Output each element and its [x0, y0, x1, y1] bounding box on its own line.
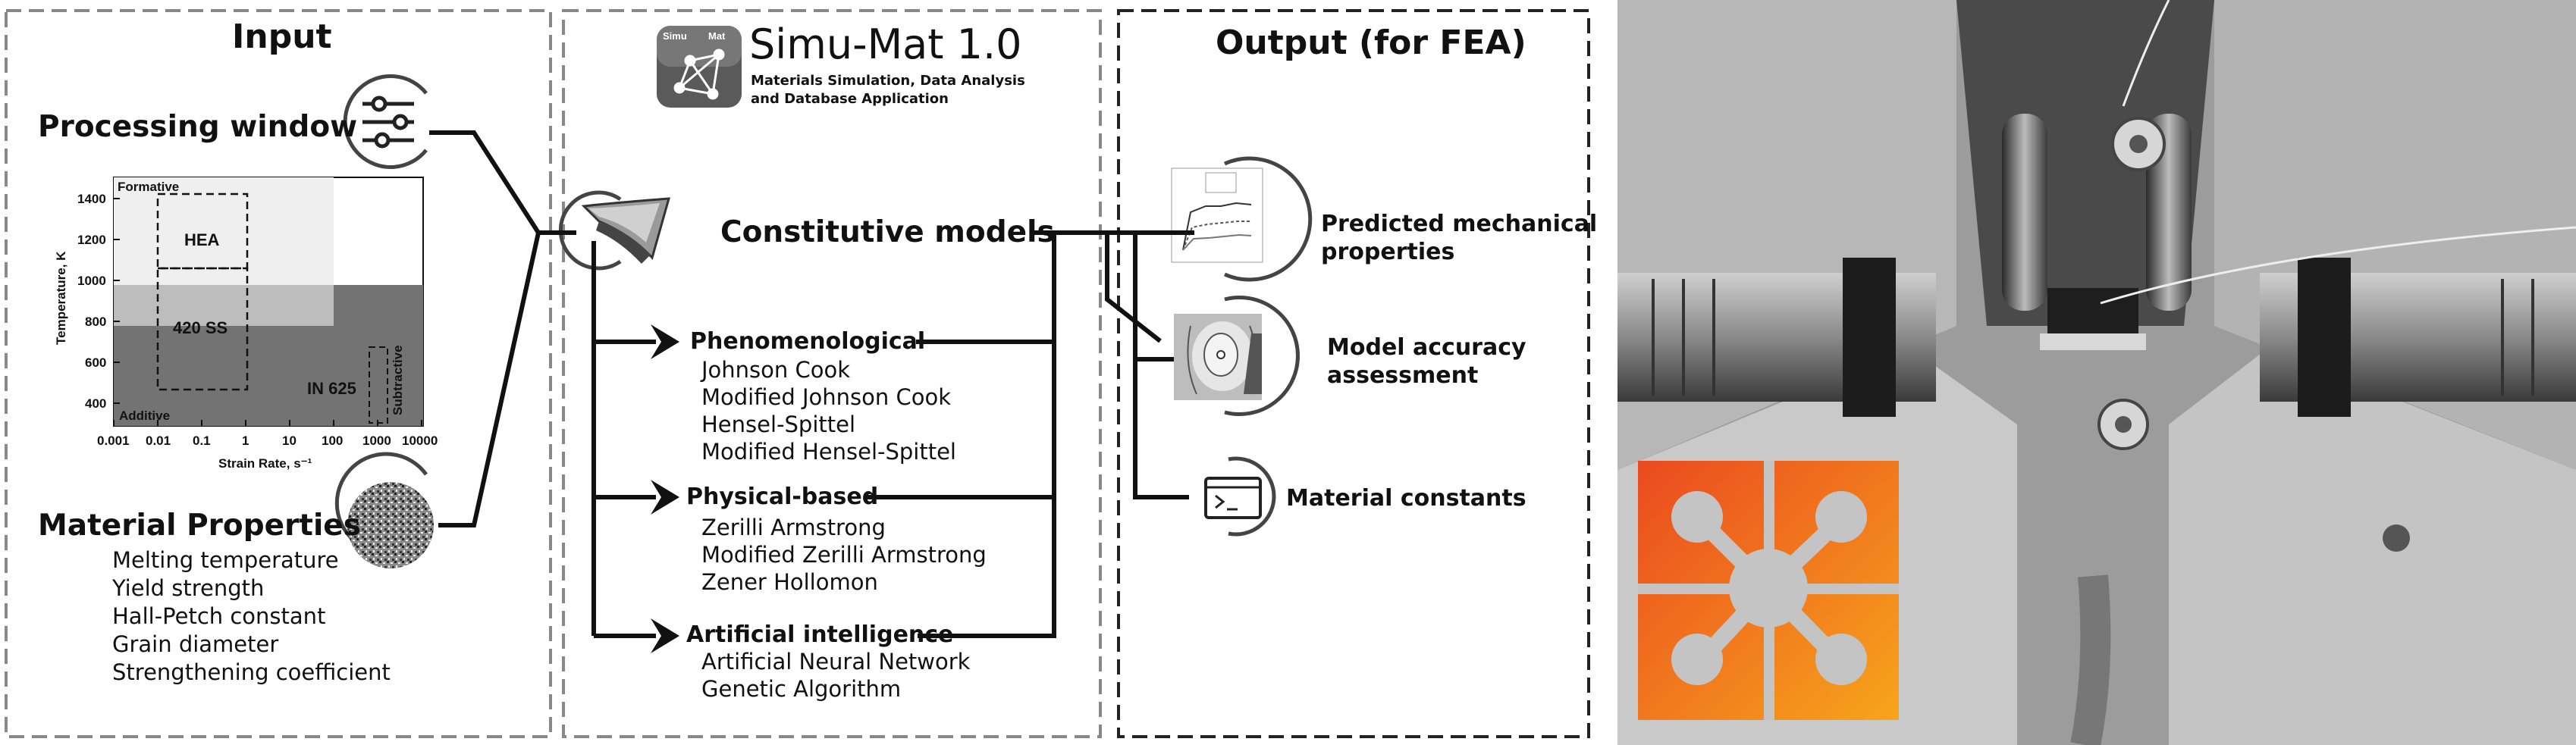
arrow-physical-icon: [651, 480, 679, 515]
region-in625-label: IN 625: [307, 379, 356, 398]
output-item-line2: properties: [1321, 239, 1455, 265]
output-panel-border: [1117, 9, 1590, 738]
output-item-line2: assessment: [1327, 362, 1479, 389]
input-title: Input: [232, 17, 332, 56]
contour-map-icon: [1174, 314, 1262, 400]
group-title-phenomenological: Phenomenological: [690, 328, 926, 355]
output-item-line1: Predicted mechanical: [1321, 211, 1598, 237]
x-tick-label: 0.001: [97, 434, 130, 448]
x-tick-label: 10000: [402, 434, 438, 448]
arrowheads: [651, 324, 679, 653]
model-item: Modified Johnson Cook: [701, 384, 951, 410]
processing-map-chart: [113, 177, 424, 427]
zone-subtractive-dark: [334, 285, 423, 426]
material-property-item: Melting temperature: [112, 547, 339, 573]
material-property-item: Yield strength: [112, 575, 265, 601]
logo-right-word: Mat: [708, 30, 726, 42]
model-item: Genetic Algorithm: [701, 676, 902, 702]
app-title: Simu-Mat 1.0: [749, 20, 1022, 68]
zone-additive-label: Additive: [119, 408, 171, 423]
connector-material: [438, 232, 541, 527]
model-item: Zener Hollomon: [701, 569, 878, 595]
processing-window-label: Processing window: [38, 110, 358, 144]
x-axis-label: Strain Rate, s⁻¹: [218, 456, 312, 471]
arrow-ai-icon: [651, 618, 679, 653]
line-chart-icon: [1171, 167, 1263, 263]
material-property-item: Strengthening coefficient: [112, 659, 391, 685]
y-tick-label: 1400: [77, 192, 106, 206]
material-property-item: Grain diameter: [112, 631, 279, 657]
chart-icon-arc: [1223, 156, 1313, 282]
x-tick-marks: [113, 420, 422, 426]
connector-output-branch-c: [1105, 233, 1162, 343]
y-tick-label: 1000: [77, 274, 106, 288]
terminal-icon: [1204, 477, 1262, 519]
middle-panel-border: [562, 9, 1102, 738]
zone-subtractive-label: Subtractive: [391, 345, 405, 415]
connector-processing: [429, 130, 576, 235]
model-item: Zerilli Armstrong: [701, 515, 886, 540]
x-tick-label: 1000: [362, 434, 391, 448]
output-item-line1: Material constants: [1286, 485, 1526, 512]
material-properties-title: Material Properties: [38, 509, 361, 543]
model-item: Artificial Neural Network: [701, 649, 971, 675]
connector-lines: [429, 130, 1194, 638]
model-item: Hensel-Spittel: [701, 412, 856, 437]
x-tick-label: 0.1: [193, 434, 211, 448]
group-title-ai: Artificial intelligence: [686, 621, 954, 648]
orange-network-logo: [1638, 461, 1899, 720]
output-item-line1: Model accuracy: [1327, 334, 1526, 361]
y-tick-marks: [114, 198, 120, 404]
arrow-pheno-icon: [651, 324, 679, 359]
simu-mat-logo: [657, 26, 742, 108]
x-tick-label: 100: [322, 434, 344, 448]
surface-3d-icon: [581, 197, 671, 264]
app-subtitle-line2: and Database Application: [751, 91, 949, 107]
connector-physical-ai-out: [867, 495, 1056, 638]
sliders-icon: [362, 95, 414, 149]
y-tick-label: 600: [85, 355, 107, 370]
y-tick-label: 400: [85, 396, 107, 411]
material-texture-icon: [347, 482, 434, 568]
output-title: Output (for FEA): [1216, 23, 1526, 62]
y-tick-label: 1200: [77, 233, 106, 247]
zone-formative-label: Formative: [118, 180, 180, 194]
sliders-icon-arc: [343, 74, 428, 169]
y-tick-label: 800: [85, 315, 107, 329]
terminal-icon-arc: [1228, 456, 1276, 537]
logo-left-word: Simu: [663, 30, 687, 42]
region-hea-label: HEA: [184, 230, 220, 249]
connector-output-branch-b: [1133, 233, 1174, 362]
group-title-physical: Physical-based: [686, 484, 879, 510]
zone-formative-light: [114, 177, 334, 285]
y-axis-label: Temperature, K: [54, 251, 68, 345]
material-property-item: Hall-Petch constant: [112, 603, 326, 629]
contour-icon-arc: [1224, 296, 1300, 416]
model-item: Modified Hensel-Spittel: [701, 439, 956, 465]
constitutive-models-label: Constitutive models: [720, 215, 1055, 249]
x-tick-label: 0.01: [146, 434, 171, 448]
region-420ss-box: [156, 267, 249, 391]
x-tick-label: 10: [282, 434, 297, 448]
x-tick-label: 1: [242, 434, 249, 448]
region-420ss-label: 420 SS: [173, 318, 228, 337]
region-hea-box: [156, 193, 249, 270]
model-item: Johnson Cook: [701, 357, 851, 383]
zone-mid-gray: [114, 285, 334, 326]
app-subtitle-line1: Materials Simulation, Data Analysis: [751, 73, 1025, 89]
model-item: Modified Zerilli Armstrong: [701, 542, 987, 568]
